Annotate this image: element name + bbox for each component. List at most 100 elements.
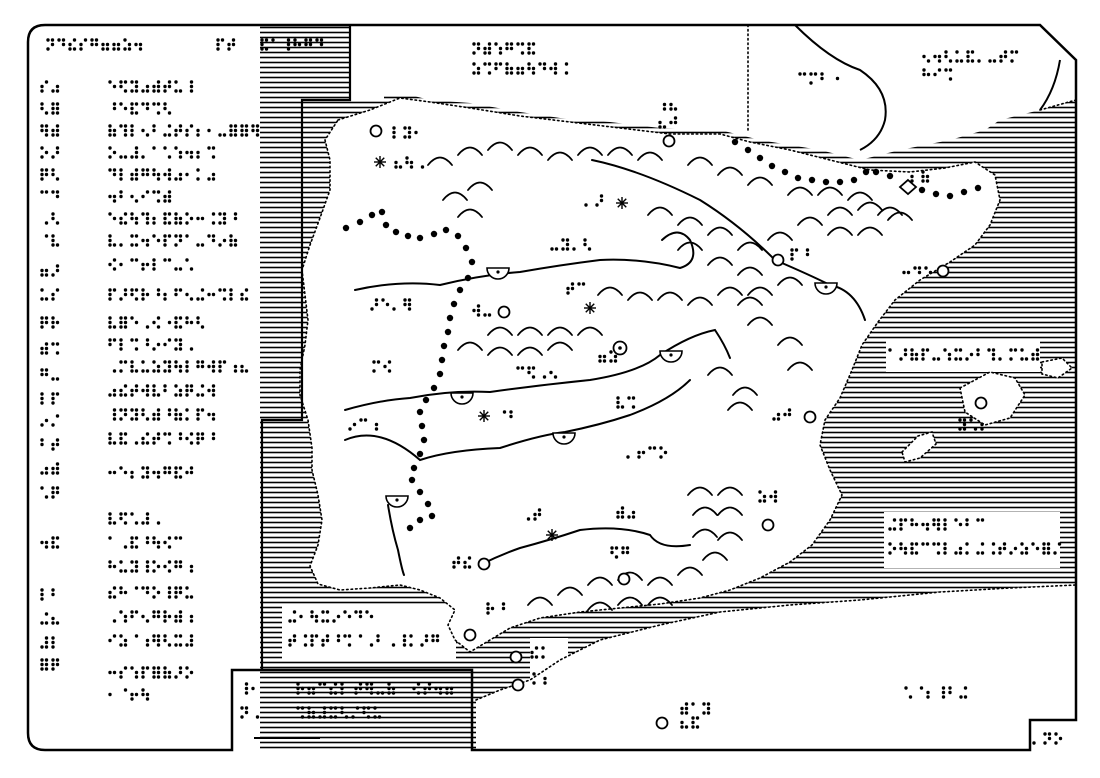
white-panel-balearic-sea bbox=[886, 340, 1040, 372]
braille-label bbox=[472, 42, 536, 55]
braille-label bbox=[370, 298, 412, 311]
braille-label bbox=[348, 418, 379, 431]
braille-label bbox=[910, 170, 930, 183]
braille-label bbox=[550, 238, 592, 251]
mountain-arc bbox=[597, 286, 623, 296]
mountain-arc bbox=[517, 146, 543, 156]
mountain-arc bbox=[607, 146, 633, 156]
braille-label bbox=[40, 462, 60, 475]
braille-label bbox=[296, 706, 382, 719]
mountain-arc bbox=[577, 326, 603, 336]
braille-label bbox=[888, 348, 1040, 361]
mountain-arc bbox=[487, 141, 513, 151]
braille-label bbox=[112, 360, 249, 373]
mountain-arc bbox=[717, 486, 743, 496]
mountain-arc bbox=[442, 191, 468, 201]
menorca-island bbox=[1042, 358, 1072, 378]
braille-label bbox=[532, 672, 547, 685]
white-panel-gulf bbox=[282, 604, 456, 660]
mountain-arc bbox=[857, 201, 883, 211]
mountain-arc bbox=[647, 576, 673, 586]
braille-label bbox=[40, 536, 60, 549]
braille-label bbox=[244, 682, 255, 695]
braille-label bbox=[108, 666, 194, 679]
braille-label bbox=[394, 156, 425, 169]
braille-label bbox=[40, 288, 60, 301]
braille-label bbox=[40, 80, 60, 93]
mountain-arc bbox=[692, 528, 718, 538]
mountain-arc bbox=[457, 341, 483, 351]
mountain-arc bbox=[467, 181, 493, 191]
river-mouth-dots bbox=[395, 270, 828, 502]
ibiza-island bbox=[902, 432, 936, 462]
star-markers bbox=[374, 156, 628, 541]
capital-marker bbox=[612, 340, 628, 356]
iberian-peninsula-land bbox=[300, 98, 1000, 652]
river-duero bbox=[354, 231, 695, 291]
mountain-arc bbox=[677, 216, 703, 226]
braille-label bbox=[40, 368, 60, 381]
mountain-arc bbox=[627, 291, 653, 301]
mountain-arc bbox=[637, 151, 663, 161]
braille-label bbox=[40, 486, 60, 499]
africa-land bbox=[476, 585, 1076, 750]
braille-label bbox=[486, 602, 506, 615]
mountain-arc bbox=[732, 386, 758, 396]
mountain-arc bbox=[797, 216, 823, 226]
mountain-symbols bbox=[427, 141, 913, 611]
braille-label bbox=[108, 212, 238, 225]
rhone-coast bbox=[1039, 59, 1061, 111]
braille-label bbox=[40, 636, 55, 649]
mountain-arc bbox=[647, 206, 673, 216]
mountain-arc bbox=[487, 346, 513, 356]
river-ebro bbox=[591, 159, 866, 321]
braille-label bbox=[616, 396, 636, 409]
braille-label bbox=[108, 466, 194, 479]
braille-label bbox=[112, 408, 216, 421]
braille-label bbox=[288, 610, 374, 623]
mountain-arc bbox=[527, 596, 553, 606]
mountain-arc bbox=[587, 601, 613, 611]
mountain-arc bbox=[557, 586, 583, 596]
braille-label bbox=[904, 686, 968, 699]
braille-label bbox=[216, 38, 236, 51]
braille-label bbox=[108, 316, 205, 329]
city-markers bbox=[369, 124, 988, 730]
braille-label bbox=[108, 124, 260, 137]
braille-label bbox=[296, 682, 344, 695]
mountain-arc bbox=[587, 576, 613, 586]
mountain-arc bbox=[457, 208, 483, 218]
mountain-arc bbox=[707, 366, 733, 376]
mountain-arc bbox=[577, 146, 603, 156]
mountain-arc bbox=[857, 226, 883, 236]
braille-label bbox=[108, 288, 249, 301]
braille-label bbox=[288, 634, 440, 647]
mountain-arc bbox=[747, 176, 773, 186]
braille-label bbox=[958, 418, 984, 431]
braille-label bbox=[922, 68, 953, 81]
braille-label bbox=[40, 102, 60, 115]
mountain-arc bbox=[707, 256, 733, 266]
braille-label bbox=[112, 102, 172, 115]
mountain-arc bbox=[717, 166, 743, 176]
braille-label bbox=[758, 490, 778, 503]
braille-label bbox=[888, 518, 985, 531]
braille-label bbox=[40, 414, 60, 427]
mountain-arc bbox=[547, 341, 573, 351]
braille-label bbox=[452, 556, 472, 569]
braille-label bbox=[502, 410, 513, 419]
braille-label bbox=[40, 438, 60, 451]
mountain-arc bbox=[647, 596, 673, 606]
map-frame bbox=[26, 23, 1078, 752]
mountain-arc bbox=[717, 531, 743, 541]
river-tajo bbox=[344, 328, 731, 411]
braille-label bbox=[108, 432, 216, 445]
braille-label bbox=[40, 658, 60, 671]
mountain-arc bbox=[517, 346, 543, 356]
braille-label bbox=[40, 316, 60, 329]
braille-label bbox=[922, 50, 1019, 63]
braille-label bbox=[108, 338, 194, 351]
mountain-arc bbox=[727, 401, 753, 411]
mountain-arc bbox=[847, 191, 873, 201]
